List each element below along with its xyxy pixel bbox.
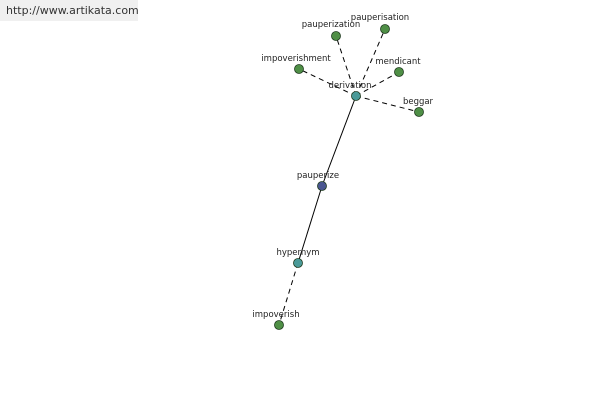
edge-pauperize-hypernym — [297, 185, 323, 264]
node-mendicant[interactable] — [394, 67, 404, 77]
site-url-banner[interactable]: http://www.artikata.com — [0, 0, 139, 21]
node-impoverish[interactable] — [274, 320, 284, 330]
edge-pauperize-derivation — [321, 95, 357, 187]
node-pauperize[interactable] — [317, 181, 327, 191]
node-label-beggar: beggar — [403, 97, 434, 107]
edge-hypernym-impoverish — [278, 262, 299, 326]
node-pauperisation[interactable] — [380, 24, 390, 34]
labels-layer: pauperize derivation hypernym pauperization… — [252, 13, 433, 320]
edge-derivation-beggar — [355, 95, 420, 113]
node-label-pauperization: pauperization — [302, 20, 360, 30]
node-impoverishment[interactable] — [294, 64, 304, 74]
node-label-pauperisation: pauperisation — [351, 13, 409, 23]
node-hypernym[interactable] — [293, 258, 303, 268]
node-pauperization[interactable] — [331, 31, 341, 41]
node-derivation[interactable] — [351, 91, 361, 101]
node-label-derivation: derivation — [328, 81, 371, 91]
node-label-hypernym: hypernym — [276, 248, 319, 258]
nodes-layer — [274, 24, 424, 330]
edge-derivation-impoverishment — [298, 68, 357, 97]
edges-layer — [278, 28, 420, 326]
node-label-impoverishment: impoverishment — [261, 54, 331, 64]
edge-derivation-pauperisation — [355, 28, 386, 97]
node-beggar[interactable] — [414, 107, 424, 117]
edge-derivation-pauperization — [335, 35, 357, 97]
node-label-mendicant: mendicant — [375, 57, 421, 67]
node-label-pauperize: pauperize — [297, 171, 339, 181]
node-label-impoverish: impoverish — [252, 310, 299, 320]
